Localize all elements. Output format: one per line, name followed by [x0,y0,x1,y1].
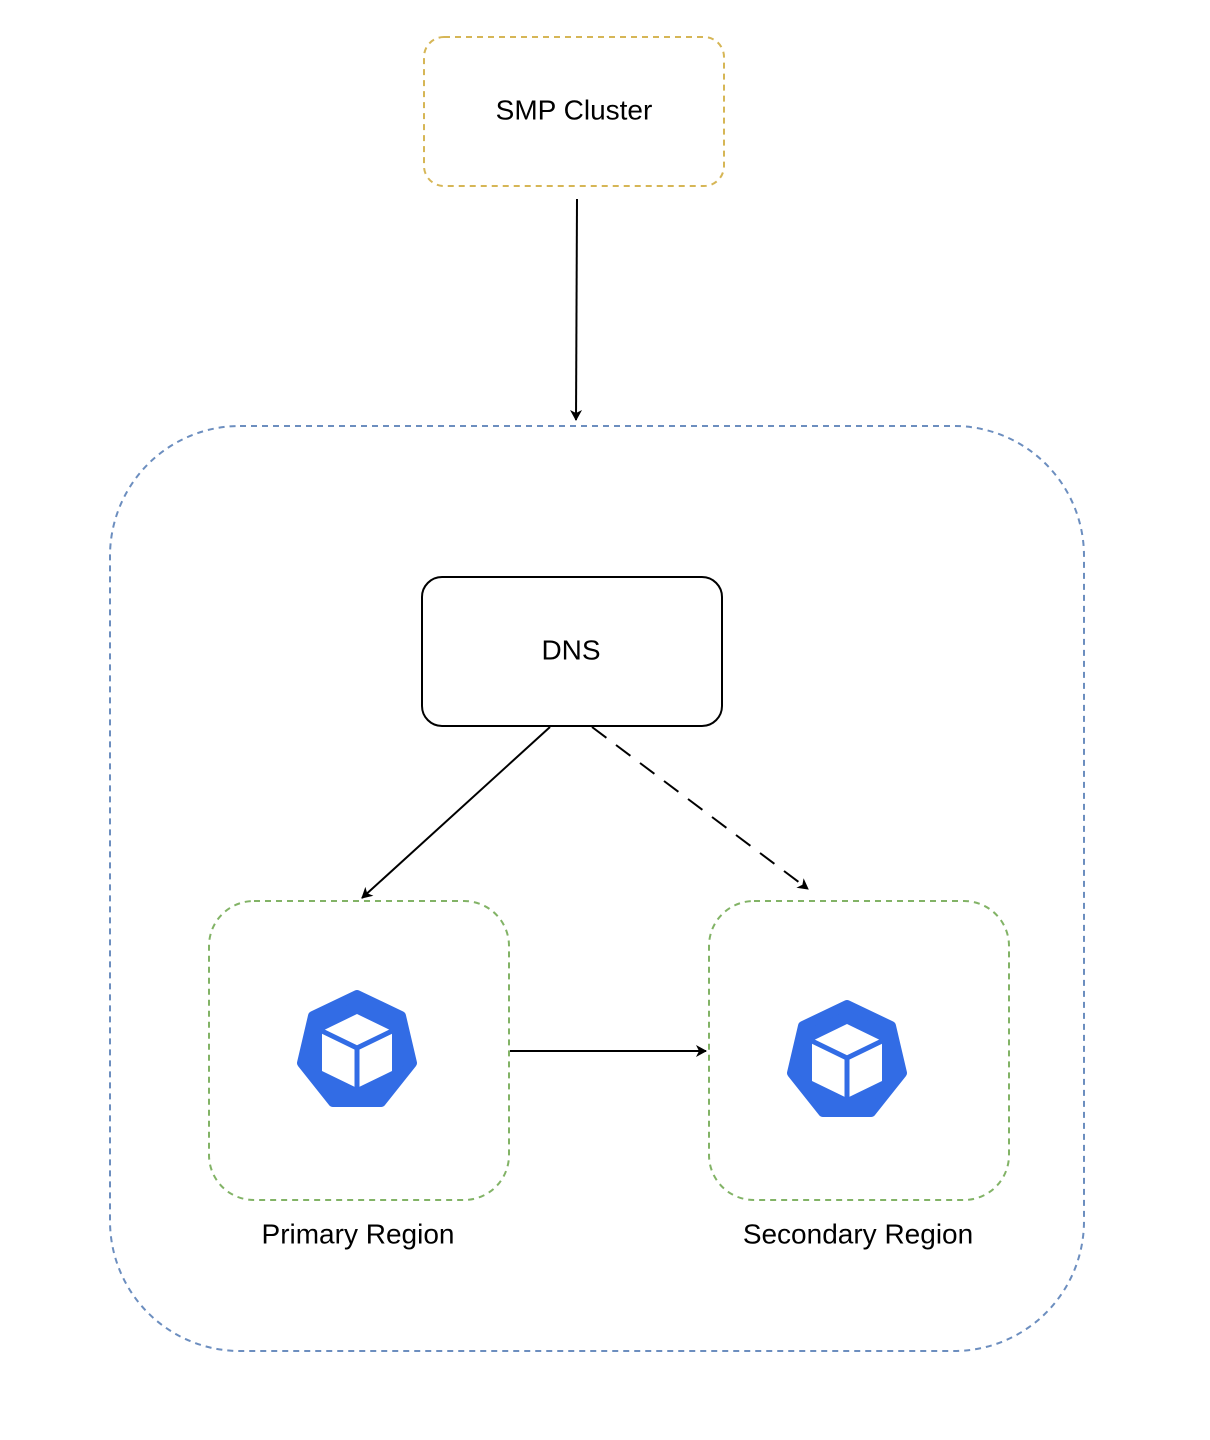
kubernetes-cube-icon [792,1005,902,1112]
secondary-region-node[interactable]: Secondary Region [708,900,1010,1249]
primary-region-node[interactable]: Primary Region [208,900,510,1249]
outer-boundary [109,425,1085,1352]
secondary-region-box [708,900,1010,1201]
edge-dns-to-primary [361,726,551,899]
kubernetes-cube-icon [302,995,412,1102]
smp-cluster-label: SMP Cluster [496,94,653,125]
smp-cluster-node[interactable]: SMP Cluster [423,36,725,187]
dns-label: DNS [541,634,600,665]
dns-box [421,576,723,727]
primary-region-label: Primary Region [262,1218,455,1249]
edge-smp-to-boundary [570,198,583,421]
secondary-region-label: Secondary Region [743,1218,973,1249]
smp-cluster-box [423,36,725,187]
primary-region-box [208,900,510,1201]
dns-node[interactable]: DNS [421,576,723,727]
edge-dns-to-secondary [591,726,809,890]
